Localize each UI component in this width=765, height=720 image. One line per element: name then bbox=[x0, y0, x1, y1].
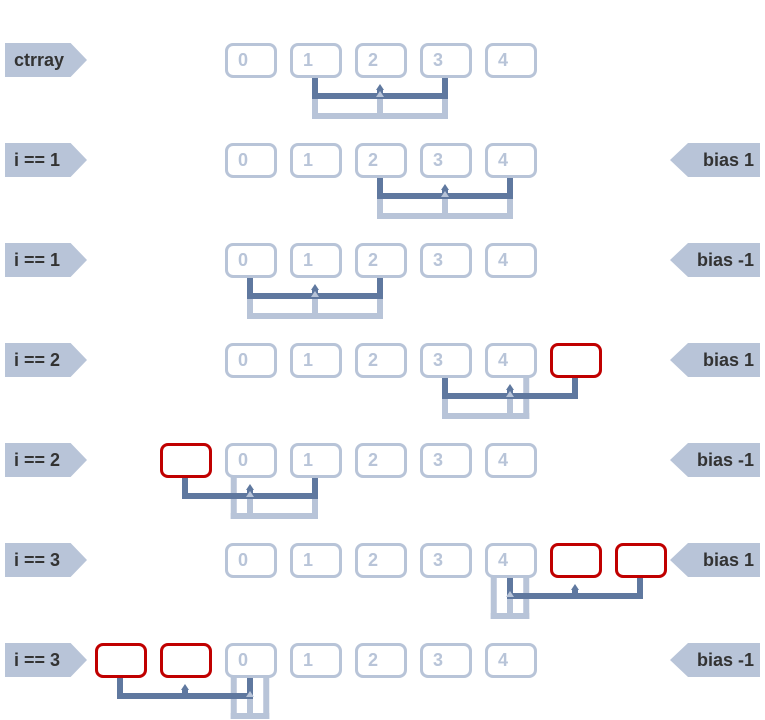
padding-cell bbox=[550, 543, 602, 578]
array-cell: 2 bbox=[355, 43, 407, 78]
bias-tag: bias 1 bbox=[670, 543, 760, 577]
array-cell: 1 bbox=[290, 243, 342, 278]
row-label-tag: i == 2 bbox=[5, 343, 87, 377]
padding-cell bbox=[160, 643, 212, 678]
row-label: i == 1 bbox=[14, 150, 61, 170]
bias-tag: bias -1 bbox=[670, 243, 760, 277]
array-cell: 0 bbox=[225, 343, 277, 378]
array-cell: 1 bbox=[290, 443, 342, 478]
bias-tag: bias 1 bbox=[670, 143, 760, 177]
array-cell: 2 bbox=[355, 643, 407, 678]
array-cell: 2 bbox=[355, 243, 407, 278]
array-cell: 4 bbox=[485, 443, 537, 478]
output-center-arrow-icon bbox=[246, 691, 254, 697]
padding-cell bbox=[550, 343, 602, 378]
array-cell: 1 bbox=[290, 43, 342, 78]
array-cell: 2 bbox=[355, 343, 407, 378]
array-cell: 3 bbox=[420, 543, 472, 578]
array-cell: 4 bbox=[485, 543, 537, 578]
row-label-tag: i == 3 bbox=[5, 543, 87, 577]
array-cell: 3 bbox=[420, 443, 472, 478]
kernel-center-arrow-icon bbox=[246, 484, 254, 490]
output-center-arrow-icon bbox=[441, 191, 449, 197]
array-cell: 4 bbox=[485, 243, 537, 278]
kernel-center-arrow-icon bbox=[441, 184, 449, 190]
kernel-center-arrow-icon bbox=[311, 284, 319, 290]
array-cell: 1 bbox=[290, 643, 342, 678]
row-label: i == 1 bbox=[14, 250, 61, 270]
output-center-arrow-icon bbox=[246, 491, 254, 497]
output-center-arrow-icon bbox=[506, 591, 514, 597]
bias-label: bias 1 bbox=[702, 550, 754, 570]
row-label: ctrray bbox=[14, 50, 65, 70]
array-cell: 2 bbox=[355, 143, 407, 178]
padding-cell bbox=[160, 443, 212, 478]
array-cell: 1 bbox=[290, 543, 342, 578]
array-cell: 1 bbox=[290, 343, 342, 378]
row-label-tag: i == 1 bbox=[5, 243, 87, 277]
array-cell: 0 bbox=[225, 143, 277, 178]
bias-label: bias -1 bbox=[696, 250, 754, 270]
array-cell: 3 bbox=[420, 43, 472, 78]
padding-cell bbox=[615, 543, 667, 578]
kernel-center-arrow-icon bbox=[571, 584, 579, 590]
row-label: i == 3 bbox=[14, 650, 61, 670]
array-cell: 3 bbox=[420, 243, 472, 278]
array-cell: 2 bbox=[355, 443, 407, 478]
bias-label: bias 1 bbox=[702, 150, 754, 170]
output-center-arrow-icon bbox=[311, 291, 319, 297]
bias-label: bias -1 bbox=[696, 450, 754, 470]
kernel-center-arrow-icon bbox=[181, 684, 189, 690]
output-center-arrow-icon bbox=[506, 391, 514, 397]
row-label: i == 3 bbox=[14, 550, 61, 570]
array-cell: 0 bbox=[225, 43, 277, 78]
row-label-tag: i == 3 bbox=[5, 643, 87, 677]
array-cell: 4 bbox=[485, 643, 537, 678]
row-label: i == 2 bbox=[14, 450, 61, 470]
array-cell: 0 bbox=[225, 243, 277, 278]
array-cell: 3 bbox=[420, 143, 472, 178]
row-label-tag: i == 1 bbox=[5, 143, 87, 177]
bias-label: bias 1 bbox=[702, 350, 754, 370]
array-cell: 1 bbox=[290, 143, 342, 178]
bias-tag: bias 1 bbox=[670, 343, 760, 377]
row-label: i == 2 bbox=[14, 350, 61, 370]
output-center-arrow-icon bbox=[376, 91, 384, 97]
array-cell: 2 bbox=[355, 543, 407, 578]
bias-label: bias -1 bbox=[696, 650, 754, 670]
array-cell: 0 bbox=[225, 543, 277, 578]
bias-tag: bias -1 bbox=[670, 443, 760, 477]
array-cell: 4 bbox=[485, 143, 537, 178]
padding-cell bbox=[95, 643, 147, 678]
kernel-center-arrow-icon bbox=[506, 384, 514, 390]
array-cell: 0 bbox=[225, 443, 277, 478]
array-cell: 3 bbox=[420, 643, 472, 678]
array-cell: 3 bbox=[420, 343, 472, 378]
array-cell: 0 bbox=[225, 643, 277, 678]
array-cell: 4 bbox=[485, 43, 537, 78]
array-cell: 4 bbox=[485, 343, 537, 378]
row-label-tag: i == 2 bbox=[5, 443, 87, 477]
kernel-center-arrow-icon bbox=[376, 84, 384, 90]
bias-tag: bias -1 bbox=[670, 643, 760, 677]
row-label-tag: ctrray bbox=[5, 43, 87, 77]
